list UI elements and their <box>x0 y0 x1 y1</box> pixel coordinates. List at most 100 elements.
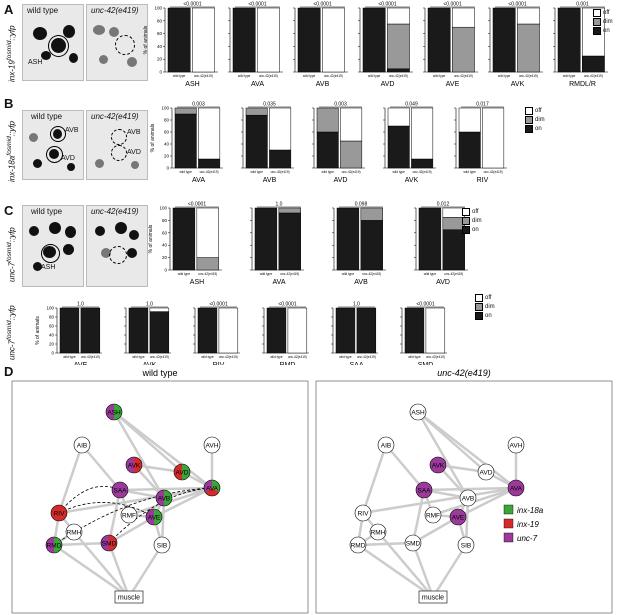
bar-AVD-wt-dim <box>316 107 339 133</box>
node-AVK-sector <box>430 457 446 473</box>
node-label: AVK <box>432 463 445 470</box>
group-label: AVE <box>446 81 460 88</box>
y-tick-label: 0 <box>166 166 169 171</box>
bar-AVD-wt-on <box>418 207 442 271</box>
bar-AVK-mut-on <box>149 311 170 354</box>
node-label: SAA <box>417 488 431 495</box>
p-value: <0.0001 <box>378 2 396 8</box>
edge-SMD-muscle <box>107 542 131 598</box>
node-AVA-sector <box>508 480 524 496</box>
edge-AVA-RIV <box>58 486 213 515</box>
node-label: RMF <box>122 513 136 520</box>
node-label: AVA <box>206 486 219 493</box>
node-label: RMH <box>371 530 386 537</box>
bar-AVB-wt-dim <box>245 107 268 116</box>
x-tick-label: wild type <box>251 170 264 174</box>
x-tick-label: unc-42(e419) <box>454 74 473 78</box>
node-RIV-sector <box>51 505 67 521</box>
x-tick-label: unc-42(e419) <box>362 272 381 276</box>
node-RMF <box>424 506 442 524</box>
panel-label-b: B <box>4 96 14 111</box>
cell-tag: ASH <box>28 59 43 66</box>
node-label: AVE <box>148 515 161 522</box>
node-label: AVA <box>510 486 523 493</box>
x-tick-label: wild type <box>498 74 511 78</box>
p-value: 0.003 <box>334 102 347 108</box>
micrograph-label: wild type <box>31 112 63 121</box>
group-label: AVA <box>273 279 286 286</box>
edge-ASH-AVA <box>417 411 517 489</box>
p-value: 1.0 <box>77 302 84 308</box>
node-label: AVD <box>480 470 493 477</box>
node-label: AVE <box>452 515 465 522</box>
p-value: 1.0 <box>353 302 360 308</box>
edge-SAA-SMD <box>107 489 122 544</box>
p-value: <0.0001 <box>313 2 331 8</box>
micrograph-label: unc-42(e419) <box>91 207 139 216</box>
bar-AVA-mut-off <box>257 7 280 73</box>
bar-AVK-mut-dim <box>517 23 540 73</box>
legend-dim-label: dim <box>472 217 482 224</box>
x-tick-label: wild type <box>178 272 191 276</box>
node-label: AIB <box>77 443 87 450</box>
y-tick-label: 60 <box>162 230 168 235</box>
edge-ASH-AVD <box>417 411 487 473</box>
bar-AVA-mut-dim <box>278 207 301 214</box>
panel-label-a: A <box>4 2 14 17</box>
node-label: RIV <box>54 511 66 518</box>
x-tick-label: wild type <box>260 272 273 276</box>
p-value: <0.0001 <box>248 2 266 8</box>
legend-label: inx-19 <box>517 520 539 529</box>
x-tick-label: unc-42(e419) <box>389 74 408 78</box>
edge-AIB-RIV <box>57 444 84 514</box>
edge-RMH-muscle <box>377 531 434 598</box>
x-tick-label: wild type <box>424 272 437 276</box>
node-SMD-sector <box>109 535 117 551</box>
micrograph-b-mutant: unc-42(e419) AVB AVD <box>86 110 148 180</box>
bar-AVE-wt-on <box>59 307 80 354</box>
node-muscle <box>114 590 144 604</box>
bar-AVB-wt-on <box>245 114 268 169</box>
x-tick-label: unc-42(e419) <box>150 355 169 359</box>
edge-ASH-AVB <box>112 411 166 499</box>
edge-AVE-SMD <box>108 515 155 545</box>
p-value: 0.001 <box>576 2 589 8</box>
node-ASH <box>105 403 123 421</box>
p-value: 1.0 <box>146 302 153 308</box>
bar-AVD-wt-on <box>362 7 386 73</box>
node-AVE-sector <box>154 509 162 525</box>
panel-label-d: D <box>4 364 14 379</box>
cell-tag: ASH <box>41 264 56 271</box>
group-label: AVK <box>143 362 157 365</box>
x-tick-label: wild type <box>393 170 406 174</box>
bar-AVA-wt-on <box>232 7 256 73</box>
x-tick-label: wild type <box>132 355 145 359</box>
node-AVD <box>173 463 191 481</box>
p-value: <0.0001 <box>278 302 296 308</box>
group-label: AVA <box>192 177 205 184</box>
y-tick-label: 100 <box>154 6 162 11</box>
edge-SIB-muscle <box>431 544 468 598</box>
legend-label: unc-7 <box>517 534 538 543</box>
edge-ASH-AVA <box>113 411 213 489</box>
node-ASH <box>409 403 427 421</box>
y-tick-label: 20 <box>49 342 55 347</box>
bar-AVD-mut-off <box>340 107 363 142</box>
node-AVK-sector <box>134 457 142 473</box>
node-RMH <box>369 523 387 541</box>
micrograph-label: wild type <box>31 207 63 216</box>
node-label: AVH <box>510 443 523 450</box>
legend-off-label: off <box>472 208 479 215</box>
node-label: RMD <box>351 543 366 550</box>
bar-AVK-mut-off <box>517 7 540 25</box>
node-label: SAA <box>113 488 127 495</box>
node-label: ASH <box>107 410 121 417</box>
group-label: ASH <box>185 81 199 88</box>
edge-AIB-SAA <box>385 444 425 491</box>
group-label: AVD <box>381 81 395 88</box>
bar-ASH-mut-off <box>196 207 219 258</box>
x-tick-label: unc-42(e419) <box>324 74 343 78</box>
node-label: RIV <box>358 511 370 518</box>
